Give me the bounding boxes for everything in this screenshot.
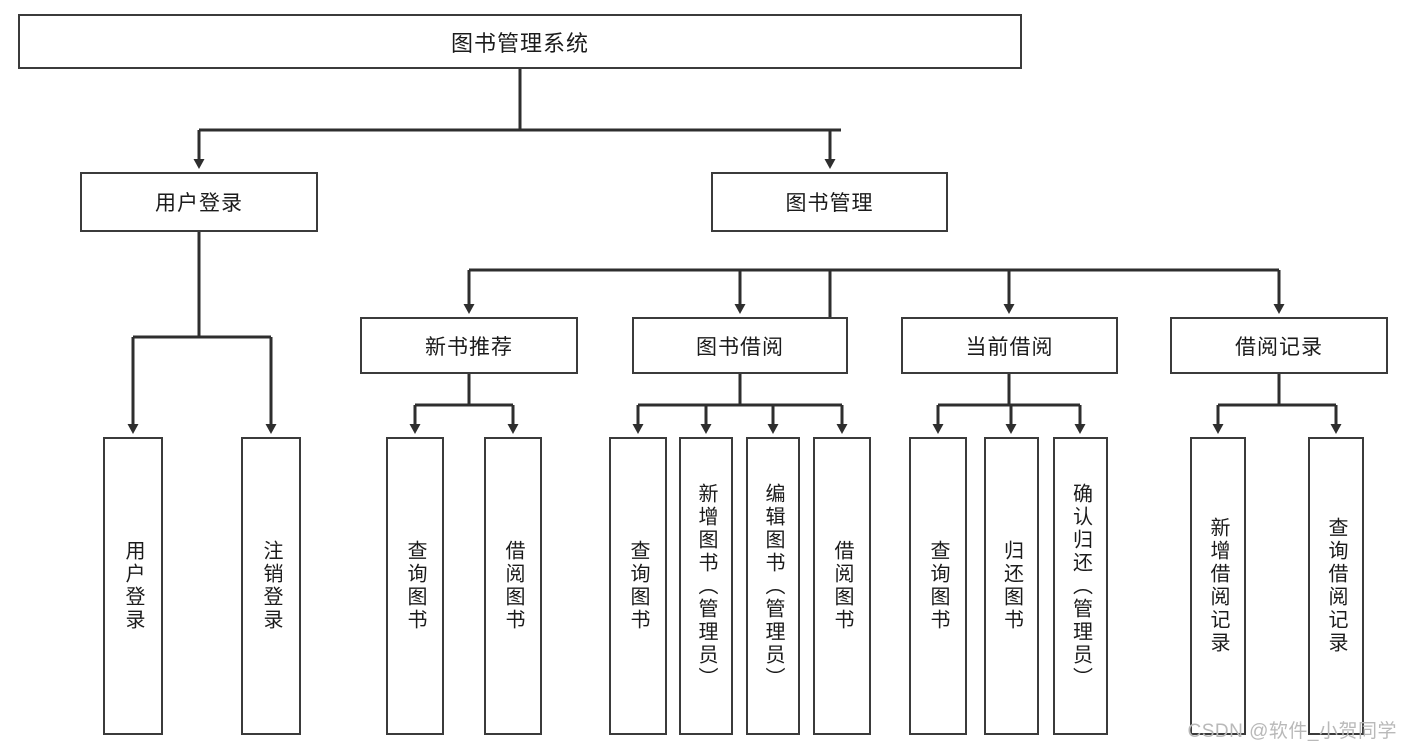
node-label: 查询图书: [927, 540, 949, 632]
node-book-manage[interactable]: 图书管理: [711, 172, 948, 232]
node-root-system[interactable]: 图书管理系统: [18, 14, 1022, 69]
node-leaf-add-record[interactable]: 新增借阅记录: [1190, 437, 1246, 735]
node-label: 当前借阅: [965, 335, 1054, 359]
node-leaf-user-login[interactable]: 用户登录: [103, 437, 163, 735]
node-borrow-record[interactable]: 借阅记录: [1170, 317, 1388, 374]
node-user-login[interactable]: 用户登录: [80, 172, 318, 232]
node-label: 图书管理: [785, 192, 874, 215]
node-leaf-query-record[interactable]: 查询借阅记录: [1308, 437, 1364, 735]
node-leaf-query-book-1[interactable]: 查询图书: [386, 437, 444, 735]
node-leaf-edit-book[interactable]: 编辑图书（管理员）: [746, 437, 800, 735]
node-leaf-logout[interactable]: 注销登录: [241, 437, 301, 735]
node-label: 借阅图书: [502, 540, 524, 632]
node-label: 用户登录: [155, 192, 243, 215]
node-book-borrow[interactable]: 图书借阅: [632, 317, 848, 374]
node-leaf-add-book[interactable]: 新增图书（管理员）: [679, 437, 733, 735]
node-label: 编辑图书（管理员）: [762, 482, 784, 690]
node-label: 查询借阅记录: [1325, 517, 1347, 655]
node-label: 新书推荐: [425, 335, 513, 359]
node-label: 注销登录: [260, 540, 282, 632]
node-leaf-query-book-2[interactable]: 查询图书: [609, 437, 667, 735]
node-label: 新增图书（管理员）: [695, 482, 717, 690]
node-label: 借阅记录: [1235, 335, 1323, 359]
node-label: 用户登录: [122, 540, 144, 632]
node-leaf-borrow-book-2[interactable]: 借阅图书: [813, 437, 871, 735]
node-label: 确认归还（管理员）: [1069, 482, 1092, 690]
node-leaf-confirm-return[interactable]: 确认归还（管理员）: [1053, 437, 1108, 735]
node-leaf-return-book[interactable]: 归还图书: [984, 437, 1039, 735]
node-new-book-rec[interactable]: 新书推荐: [360, 317, 578, 374]
node-label: 查询图书: [627, 540, 649, 632]
node-leaf-borrow-book-1[interactable]: 借阅图书: [484, 437, 542, 735]
node-label: 查询图书: [404, 540, 426, 632]
node-leaf-query-book-3[interactable]: 查询图书: [909, 437, 967, 735]
csdn-watermark: CSDN @软件_小贺同学: [1187, 721, 1397, 742]
node-label: 新增借阅记录: [1207, 517, 1229, 655]
node-label: 借阅图书: [831, 540, 853, 632]
node-current-borrow[interactable]: 当前借阅: [901, 317, 1118, 374]
node-label: 图书借阅: [696, 335, 784, 359]
node-label: 图书管理系统: [450, 30, 589, 56]
node-label: 归还图书: [1000, 540, 1023, 632]
